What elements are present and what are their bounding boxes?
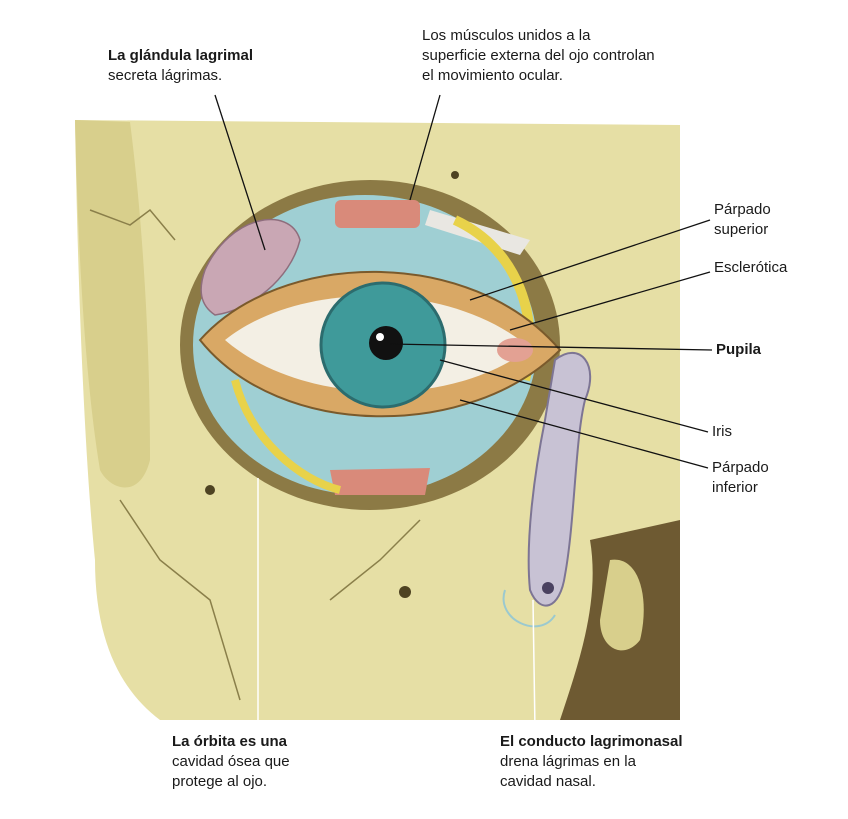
leader-line-duct [532, 599, 536, 731]
bone-foramen [399, 586, 411, 598]
label-orbit: La órbita es una cavidad ósea que proteg… [172, 732, 290, 792]
leader-line-lower-eyelid [459, 399, 709, 469]
label-nasolacrimal-duct-line2: drena lágrimas en la [500, 753, 636, 770]
label-muscles-line2: superficie externa del ojo controlan [422, 47, 655, 64]
label-upper-eyelid: Párpado superior [714, 200, 771, 240]
bone-suture [329, 519, 421, 601]
label-iris-line1: Iris [712, 423, 732, 440]
bone-foramen [205, 485, 215, 495]
nasolacrimal-duct [527, 351, 592, 607]
label-lower-eyelid: Párpado inferior [712, 458, 769, 498]
lower-yellow-band [231, 379, 342, 494]
label-muscles-line1: Los músculos unidos a la [422, 27, 591, 44]
leader-line-muscles [409, 94, 441, 201]
lacrimal-gland [200, 218, 301, 316]
leader-line-sclera [509, 271, 711, 331]
label-lower-eyelid-line2: inferior [712, 479, 758, 496]
label-orbit-line1: La órbita es una [172, 733, 288, 750]
duct-outline [502, 589, 556, 628]
caruncle [497, 338, 533, 362]
label-lacrimal-gland-line2: secreta lágrimas. [108, 67, 223, 84]
nasal-bone [600, 559, 644, 651]
label-sclera-line1: Esclerótica [714, 259, 788, 276]
label-muscles-line3: el movimiento ocular. [422, 67, 563, 84]
label-muscles: Los músculos unidos a la superficie exte… [422, 26, 655, 86]
leader-line-pupil [389, 343, 713, 351]
bone-suture [119, 499, 241, 701]
label-pupil: Pupila [716, 340, 761, 360]
label-orbit-line3: protege al ojo. [172, 773, 268, 790]
label-iris: Iris [712, 422, 732, 442]
label-nasolacrimal-duct-line1: El conducto lagrimonasal [500, 733, 683, 750]
label-sclera: Esclerótica [714, 258, 787, 278]
label-orbit-line2: cavidad ósea que [172, 753, 290, 770]
label-pupil-line1: Pupila [716, 341, 762, 358]
label-lower-eyelid-line1: Párpado [712, 459, 769, 476]
duct-opening [542, 582, 554, 594]
label-lacrimal-gland: La glándula lagrimal secreta lágrimas. [108, 46, 253, 86]
label-lacrimal-gland-line1: La glándula lagrimal [108, 47, 254, 64]
pupil [369, 326, 403, 360]
label-nasolacrimal-duct-line3: cavidad nasal. [500, 773, 596, 790]
leader-line-iris [439, 359, 709, 433]
label-nasolacrimal-duct: El conducto lagrimonasal drena lágrimas … [500, 732, 683, 792]
superior-rectus-muscle [335, 200, 420, 228]
bone-foramen [451, 171, 459, 179]
leader-line-upper-eyelid [469, 219, 711, 301]
leader-line-lacrimal-gland [214, 94, 266, 251]
inferior-rectus-muscle [330, 468, 430, 495]
label-upper-eyelid-line2: superior [714, 221, 769, 238]
label-upper-eyelid-line1: Párpado [714, 201, 771, 218]
pupil-highlight [376, 333, 384, 341]
bone-suture [89, 208, 176, 241]
